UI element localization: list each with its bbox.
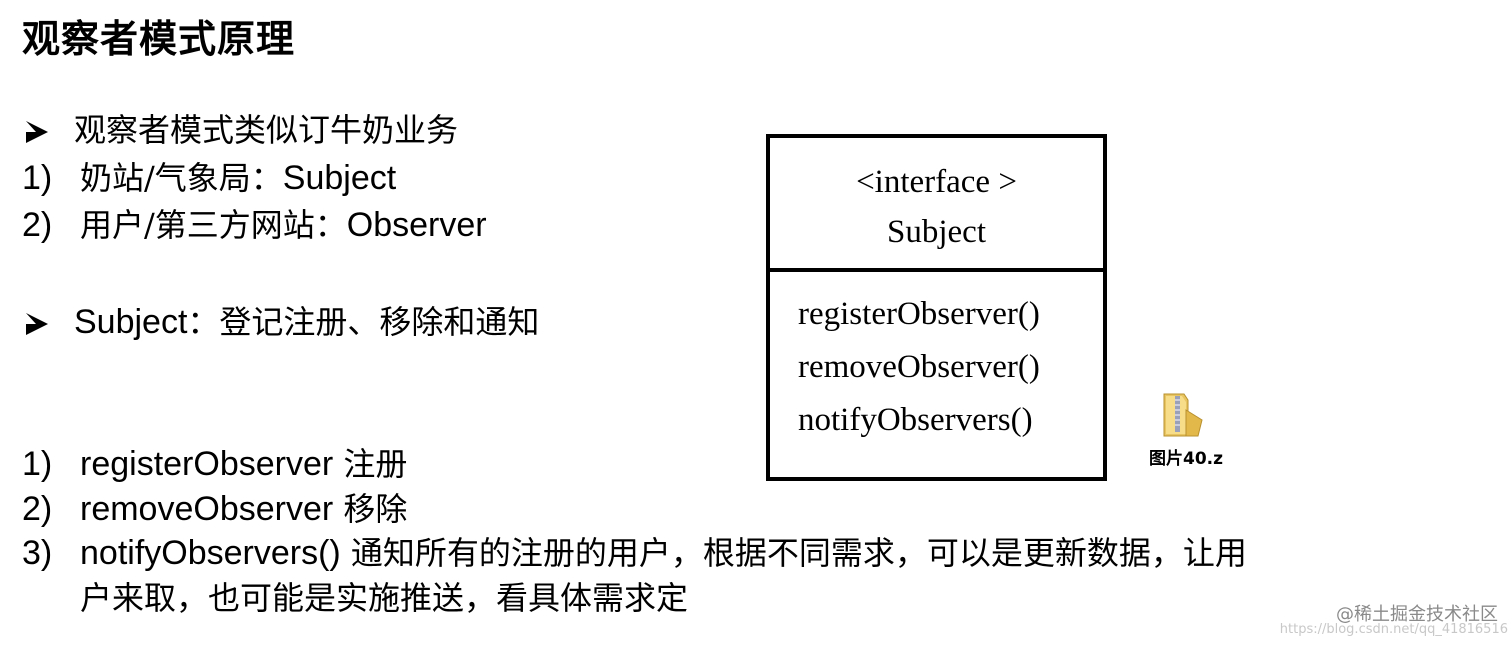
page-title: 观察者模式原理 [22, 17, 296, 61]
method-remove: 2)removeObserver 移除 [22, 490, 408, 528]
uml-class-name: Subject [887, 214, 986, 250]
arrow-bullet-icon [26, 121, 48, 143]
arrow-bullet-icon [26, 313, 48, 335]
file-label[interactable]: 图片40.z [1149, 449, 1224, 469]
intro-bullet: 观察者模式类似订牛奶业务 [22, 108, 458, 152]
uml-stereotype: <interface > [856, 164, 1017, 200]
uml-operation: registerObserver() [798, 296, 1040, 332]
zip-folder-icon[interactable] [1158, 390, 1210, 440]
method-notify-continued: 户来取，也可能是实施推送，看具体需求定 [80, 579, 689, 617]
uml-operation: removeObserver() [798, 349, 1040, 385]
uml-operations: registerObserver() removeObserver() noti… [770, 272, 1103, 447]
uml-interface-box: <interface > Subject registerObserver() … [766, 134, 1107, 481]
intro-item-subject: 1)奶站/气象局：Subject [22, 159, 397, 197]
subject-bullet: Subject：登记注册、移除和通知 [22, 300, 539, 344]
uml-operation: notifyObservers() [798, 402, 1033, 438]
intro-item-observer: 2)用户/第三方网站：Observer [22, 206, 487, 244]
watermark-url: https://blog.csdn.net/qq_41816516 [1279, 622, 1508, 637]
uml-header: <interface > Subject [770, 138, 1103, 272]
method-register: 1)registerObserver 注册 [22, 445, 408, 483]
watermark: @稀土掘金技术社区 [1336, 604, 1498, 625]
method-notify: 3)notifyObservers() 通知所有的注册的用户，根据不同需求，可以… [22, 534, 1247, 572]
